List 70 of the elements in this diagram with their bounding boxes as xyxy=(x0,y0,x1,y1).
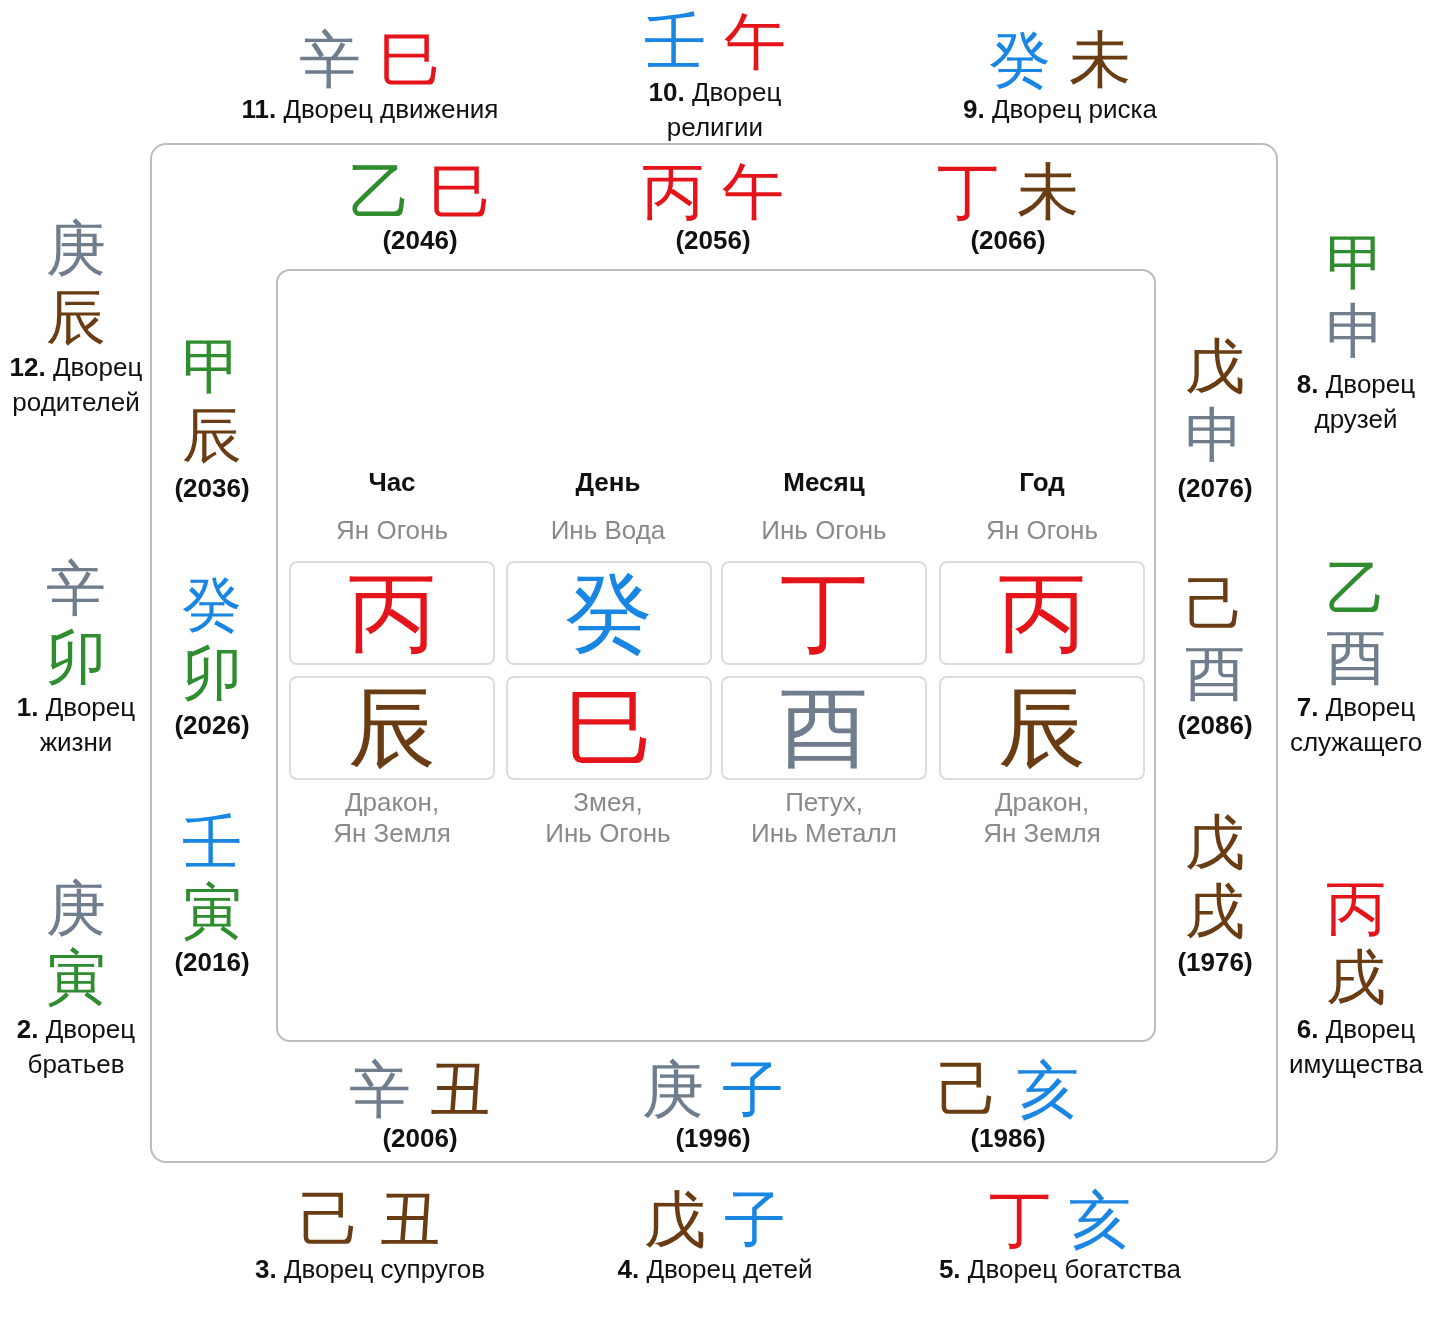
year-label: (2016) xyxy=(173,946,251,979)
year-label: (1996) xyxy=(674,1122,752,1155)
palace-label: 10. Дворец религии xyxy=(647,76,783,145)
palace-label: 4. Дворец детей xyxy=(616,1253,814,1286)
character-cell: 丙 xyxy=(289,561,495,665)
stem-branch-column: 癸卯 xyxy=(182,570,242,708)
animal-label: Дракон, Ян Земля xyxy=(982,787,1102,850)
stem-branch-column: 己酉 xyxy=(1185,570,1245,708)
palace-label: 9. Дворец риска xyxy=(962,93,1158,126)
stem-branch-pair: 辛 巳 xyxy=(298,29,442,91)
year-label: (1976) xyxy=(1176,946,1254,979)
animal-label: Дракон, Ян Земля xyxy=(332,787,452,850)
palace-label: 8. Дворец друзей xyxy=(1295,368,1417,437)
stem-branch-column: 甲申 xyxy=(1326,228,1386,366)
character-cell: 酉 xyxy=(721,676,927,780)
year-label: (1986) xyxy=(969,1122,1047,1155)
palace-label: 11. Дворец движения xyxy=(240,93,500,126)
year-label: (2046) xyxy=(381,224,459,257)
palace-label: 3. Дворец супругов xyxy=(254,1253,486,1286)
palace-label: 12. Дворец родителей xyxy=(8,351,144,420)
year-label: (2026) xyxy=(173,709,251,742)
stem-branch-pair: 丁 未 xyxy=(936,161,1080,223)
year-label: (2036) xyxy=(173,472,251,505)
character-cell: 丁 xyxy=(721,561,927,665)
palace-label: 7. Дворец служащего xyxy=(1288,691,1424,760)
pillar-header: Час xyxy=(367,467,417,498)
palace-label: 2. Дворец братьев xyxy=(15,1013,137,1082)
element-label: Ян Огонь xyxy=(335,515,449,546)
character-cell: 丙 xyxy=(939,561,1145,665)
stem-branch-pair: 己 亥 xyxy=(936,1059,1080,1121)
year-label: (2056) xyxy=(674,224,752,257)
pillar-header: Месяц xyxy=(782,467,866,498)
stem-branch-column: 庚寅 xyxy=(46,874,106,1012)
character-cell: 辰 xyxy=(289,676,495,780)
animal-label: Змея, Инь Огонь xyxy=(544,787,672,850)
palace-label: 1. Дворец жизни xyxy=(15,691,137,760)
stem-branch-column: 戊戌 xyxy=(1185,808,1245,946)
stem-branch-column: 丙戌 xyxy=(1326,874,1386,1012)
stem-branch-pair: 己 丑 xyxy=(298,1189,442,1251)
year-label: (2086) xyxy=(1176,709,1254,742)
stem-branch-column: 庚辰 xyxy=(46,214,106,352)
year-label: (2076) xyxy=(1176,472,1254,505)
palace-label: 5. Дворец богатства xyxy=(937,1253,1183,1286)
character-cell: 辰 xyxy=(939,676,1145,780)
stem-branch-pair: 乙 巳 xyxy=(348,161,492,223)
stem-branch-pair: 丙 午 xyxy=(641,161,785,223)
outer-frame xyxy=(150,143,1278,1163)
stem-branch-pair: 戊 子 xyxy=(643,1189,787,1251)
stem-branch-pair: 丁 亥 xyxy=(988,1189,1132,1251)
palace-label: 6. Дворец имущества xyxy=(1287,1013,1425,1082)
stem-branch-column: 甲辰 xyxy=(182,332,242,470)
chart-panel xyxy=(276,269,1156,1042)
stem-branch-pair: 壬 午 xyxy=(643,11,787,73)
stem-branch-column: 辛卯 xyxy=(46,554,106,692)
element-label: Инь Огонь xyxy=(760,515,888,546)
pillar-header: День xyxy=(574,467,642,498)
animal-label: Петух, Инь Металл xyxy=(750,787,898,850)
year-label: (2066) xyxy=(969,224,1047,257)
stem-branch-column: 壬寅 xyxy=(182,808,242,946)
stem-branch-column: 乙酉 xyxy=(1326,554,1386,692)
element-label: Инь Вода xyxy=(549,515,667,546)
year-label: (2006) xyxy=(381,1122,459,1155)
stem-branch-pair: 辛 丑 xyxy=(348,1059,492,1121)
character-cell: 癸 xyxy=(506,561,712,665)
pillar-header: Год xyxy=(1018,467,1066,498)
stem-branch-pair: 庚 子 xyxy=(641,1059,785,1121)
stem-branch-pair: 癸 未 xyxy=(988,29,1132,91)
stem-branch-column: 戊申 xyxy=(1185,332,1245,470)
character-cell: 巳 xyxy=(506,676,712,780)
element-label: Ян Огонь xyxy=(985,515,1099,546)
